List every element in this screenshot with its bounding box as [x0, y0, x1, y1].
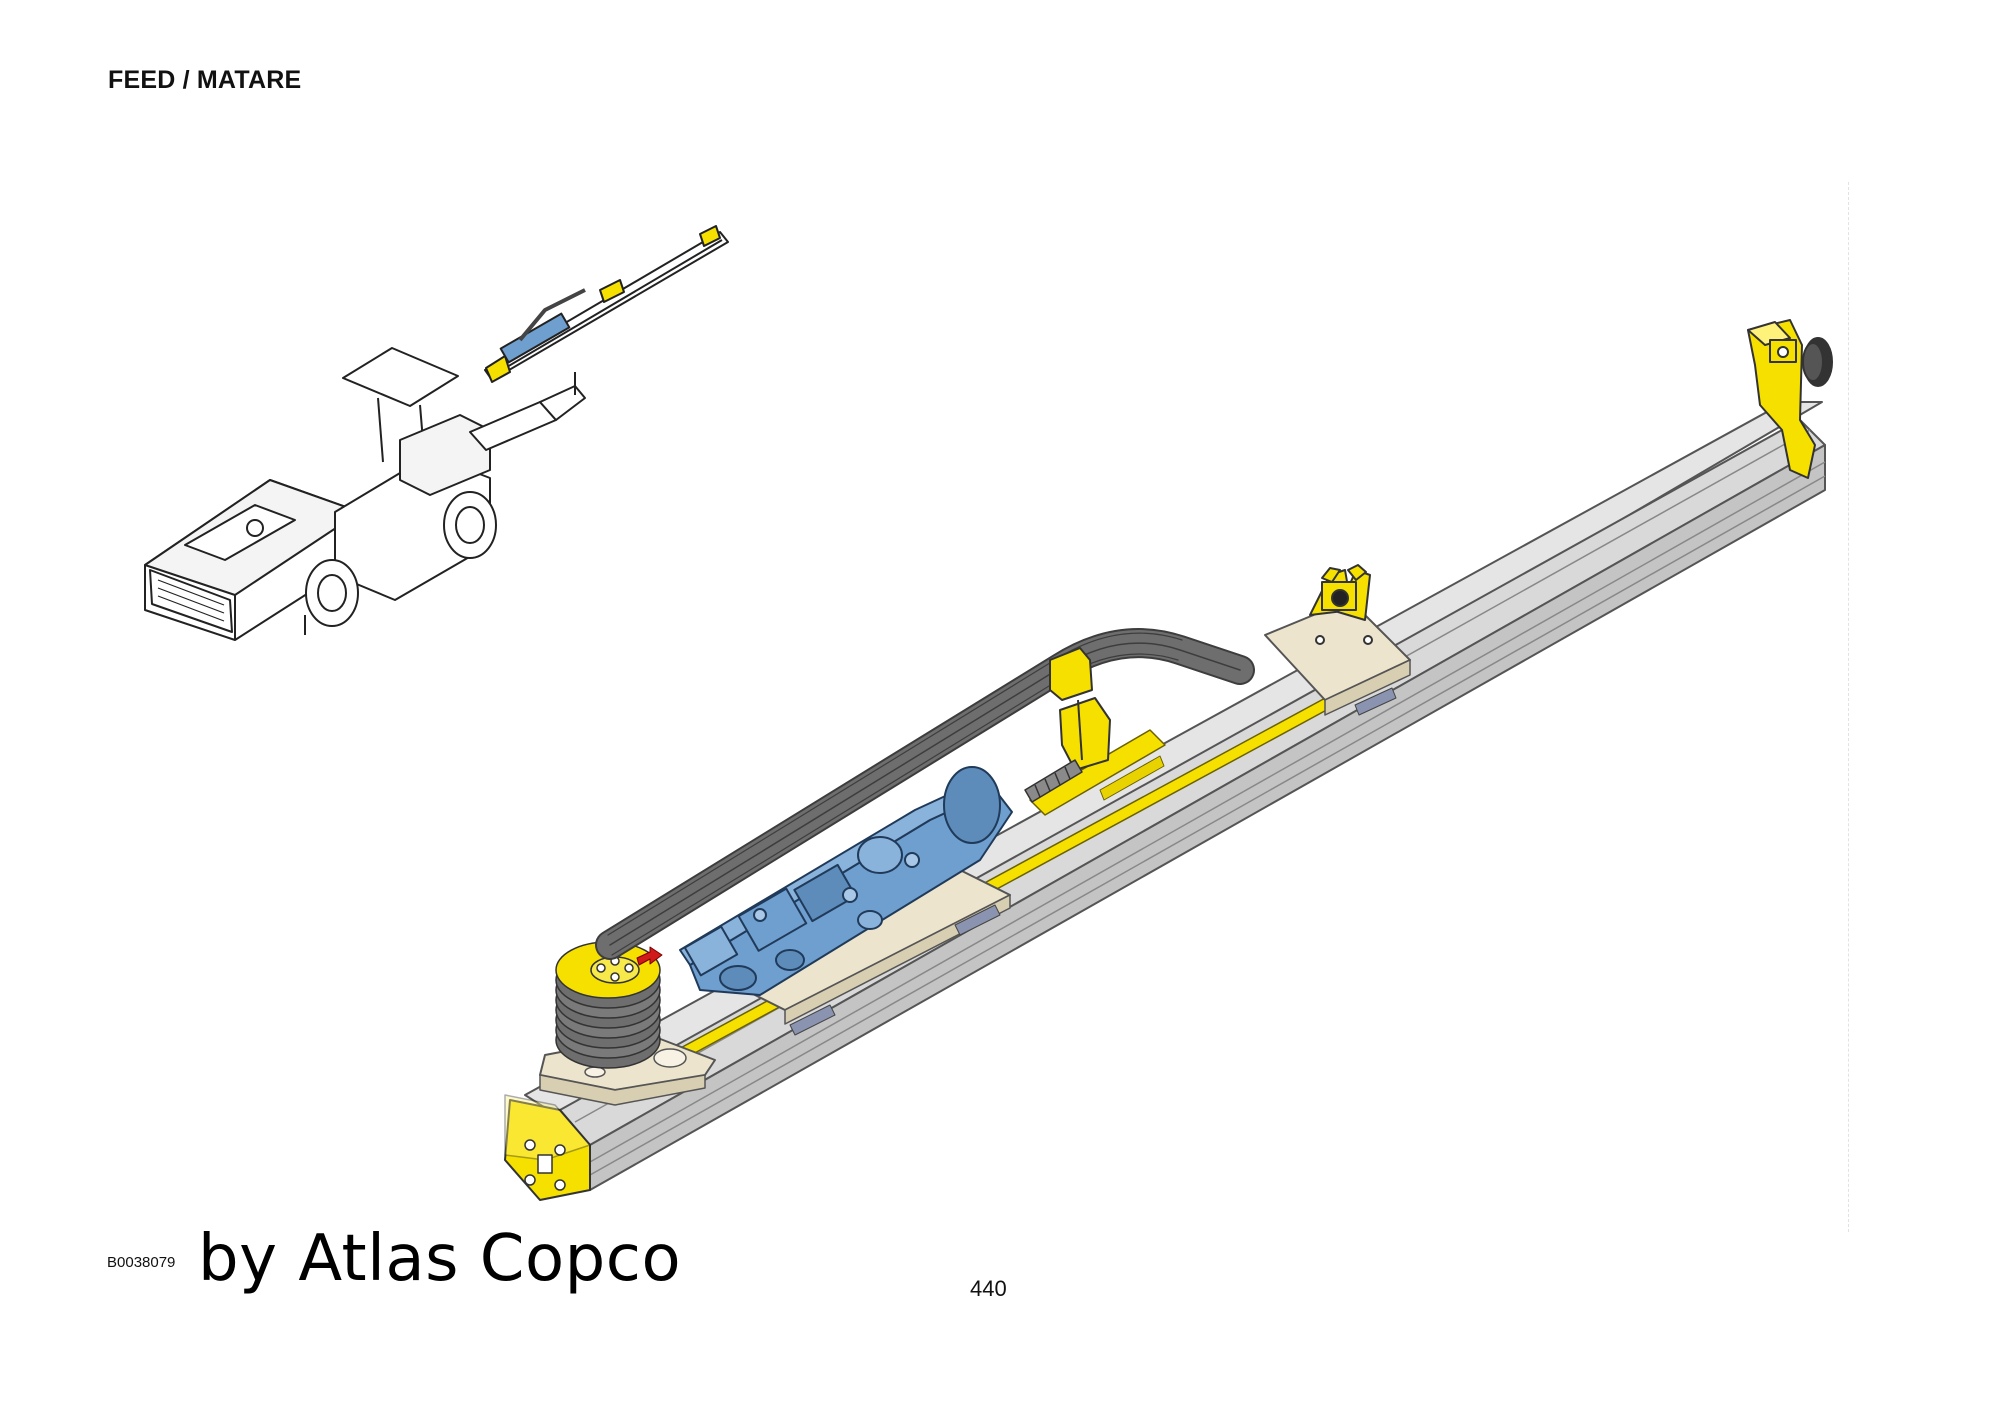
margin-rule [1848, 182, 1849, 1232]
drill-rig-overview-icon [144, 225, 729, 641]
page-number: 440 [970, 1276, 1007, 1301]
feed-assembly-icon [504, 319, 1833, 1201]
watermark-text: by Atlas Copco [198, 1222, 682, 1296]
section-title: FEED / MATARE [108, 66, 302, 94]
document-code: B0038079 [107, 1254, 176, 1271]
